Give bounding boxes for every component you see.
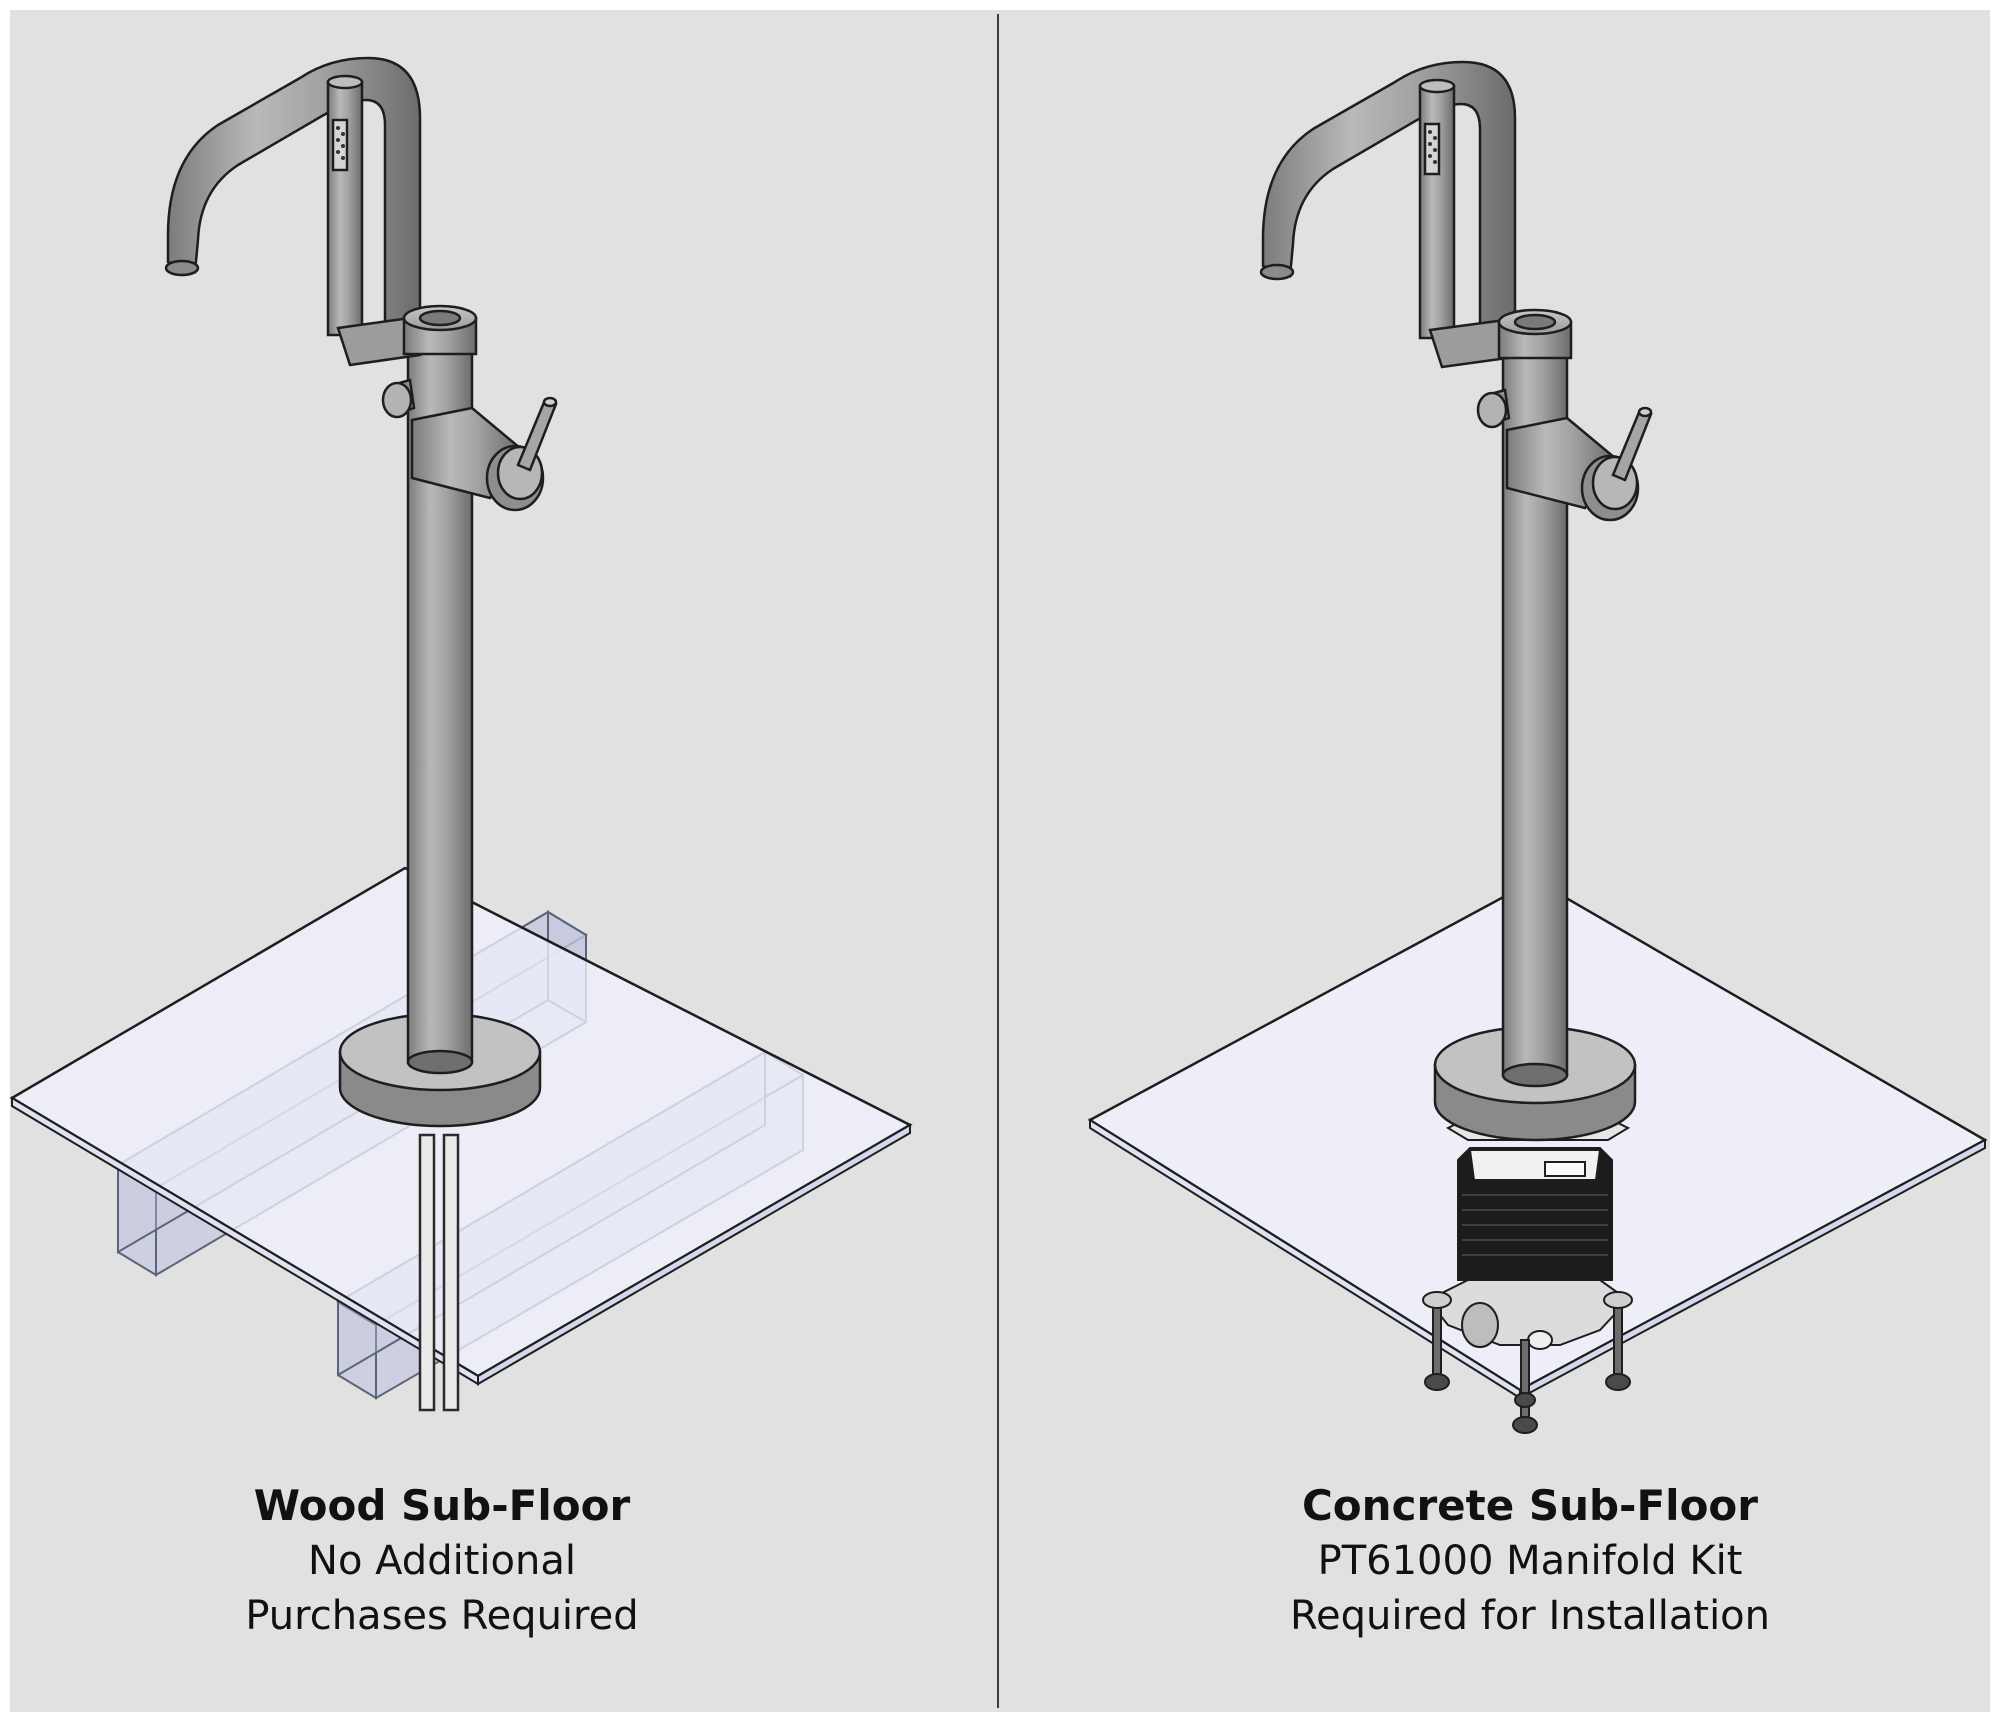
concrete-subfloor-line-1: PT61000 Manifold Kit [1317, 1538, 1743, 1584]
faucet-collar [402, 304, 478, 356]
wood-subfloor-line-1: No Additional [308, 1538, 576, 1584]
concrete-subfloor-illustration [1087, 60, 1988, 1434]
faucet-spout [1259, 60, 1517, 332]
hand-shower [1418, 78, 1517, 369]
panel-wood-subfloor: Wood Sub-Floor No Additional Purchases R… [9, 56, 913, 1644]
concrete-subfloor-caption: Concrete Sub-Floor PT61000 Manifold Kit … [1150, 1478, 1910, 1644]
diverter-knob [381, 378, 416, 419]
panel-divider [997, 14, 999, 1708]
hand-shower [326, 74, 422, 367]
wood-subfloor-illustration [9, 56, 913, 1412]
panel-concrete-subfloor: Concrete Sub-Floor PT61000 Manifold Kit … [1000, 0, 2000, 1722]
lever-handle [1611, 406, 1653, 482]
lever-handle [516, 396, 558, 472]
faucet-spout [164, 56, 422, 332]
mixer-valve [410, 406, 545, 512]
concrete-subfloor-title: Concrete Sub-Floor [1301, 1481, 1758, 1530]
concrete-subfloor-line-2: Required for Installation [1290, 1593, 1770, 1639]
mounting-rods [1422, 1291, 1633, 1434]
wood-subfloor-title: Wood Sub-Floor [253, 1481, 631, 1530]
diverter-knob [1476, 388, 1511, 429]
wood-subfloor-caption: Wood Sub-Floor No Additional Purchases R… [62, 1478, 822, 1644]
supply-pipes [418, 1133, 460, 1412]
wood-subfloor-line-2: Purchases Required [245, 1593, 639, 1639]
faucet-collar [1497, 308, 1573, 360]
